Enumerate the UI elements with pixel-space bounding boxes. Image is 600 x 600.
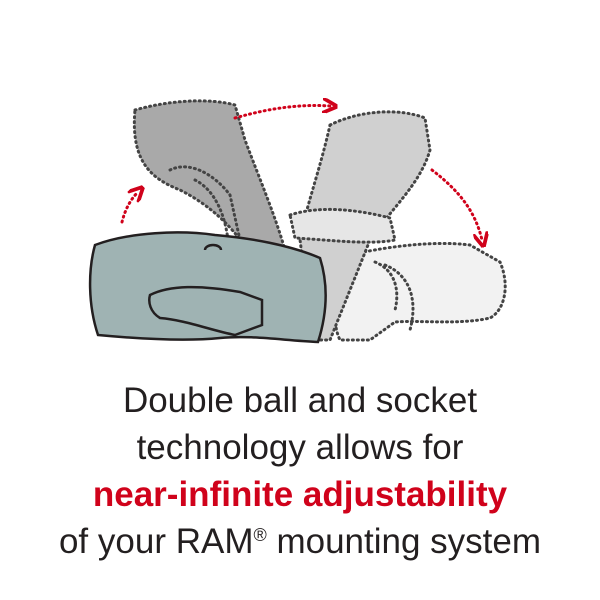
arrow-down-icon bbox=[430, 168, 482, 240]
caption-line-2: technology allows for bbox=[136, 428, 464, 467]
ball-socket-illustration bbox=[88, 0, 507, 344]
caption-line-1: Double ball and socket bbox=[122, 381, 478, 420]
socket-arm bbox=[88, 231, 327, 344]
arrow-up-icon bbox=[120, 192, 138, 224]
caption-line-4-end: mounting system bbox=[266, 522, 542, 561]
caption-line-4: of your RAM® mounting system bbox=[0, 524, 600, 559]
caption-highlight: near-infinite adjustability bbox=[92, 475, 508, 514]
arrow-right-icon bbox=[233, 106, 330, 120]
registered-mark: ® bbox=[253, 525, 267, 545]
arm-position-middle bbox=[288, 110, 432, 342]
caption-line-4-start: of your RAM bbox=[58, 522, 254, 561]
